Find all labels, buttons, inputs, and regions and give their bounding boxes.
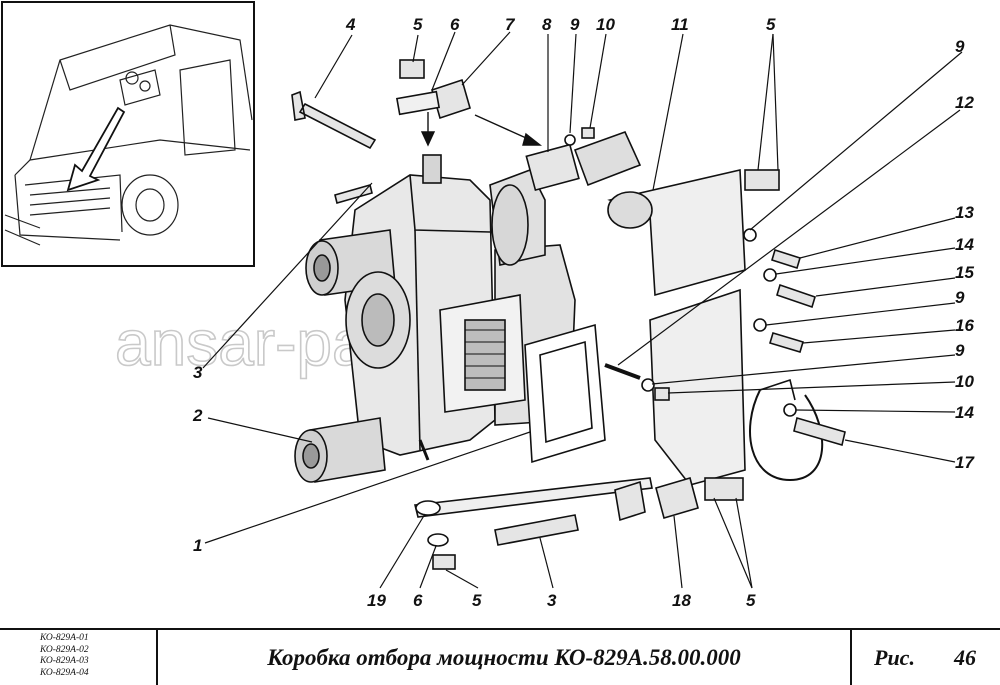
bolt-16 [769,332,804,353]
figure-label: Рис. 46 [852,630,1000,685]
nut-5-top [399,59,425,79]
stud-2 [418,439,430,461]
callout-10: 10 [596,15,615,34]
stud-12 [604,363,641,380]
bolt-3-lower [494,514,579,546]
truck-location-inset [1,1,255,267]
callout-9: 9 [570,15,580,34]
bolt-4 [291,90,377,150]
washer-9d [641,378,655,392]
bolt-15 [776,283,816,309]
nuts-5-lower [704,477,744,501]
washer-9 [564,134,576,146]
callout-17: 17 [955,453,975,472]
assembly-arrows [420,112,543,147]
bushing-18 [655,477,699,519]
callout-8: 8 [542,15,552,34]
washer-6 [427,533,449,547]
callout-6: 6 [413,591,423,610]
callout-16: 16 [955,316,974,335]
figure-word: Рис. [874,644,915,670]
bolt-17 [793,416,846,447]
nut-10 [581,127,595,139]
drawing-title: Коробка отбора мощности КО-829А.58.00.00… [158,630,852,685]
callout-13: 13 [955,203,974,222]
callout-11: 11 [671,15,689,34]
callout-4: 4 [345,15,356,34]
model-code: КО-829А-02 [40,644,89,655]
nut-5-right [744,169,780,191]
callout-10: 10 [955,372,974,391]
bolt-3-upper [334,184,373,204]
callout-5: 5 [472,591,482,610]
callout-14: 14 [955,403,974,422]
title-block: КО-829А-01 КО-829А-02 КО-829А-03 КО-829А… [0,628,1000,685]
callout-14: 14 [955,235,974,254]
drive-shaft [573,130,642,187]
callout-1: 1 [193,536,202,555]
callout-5: 5 [746,591,756,610]
callout-3: 3 [193,363,203,382]
nut-5-bottom [432,554,456,570]
callout-2: 2 [192,406,203,425]
callout-9: 9 [955,37,965,56]
bushing-7 [431,78,471,120]
rod-19 [414,477,653,518]
callout-6: 6 [450,15,460,34]
figure-number: 46 [954,644,976,670]
washer-9b [743,228,757,242]
washer-9c [753,318,767,332]
callout-3: 3 [547,591,557,610]
washer-14b [783,403,797,417]
model-list: КО-829А-01 КО-829А-02 КО-829А-03 КО-829А… [0,630,158,685]
callout-12: 12 [955,93,974,112]
model-code: КО-829А-01 [40,633,89,643]
callout-numbers: 4 5 6 7 8 9 10 11 5 9 12 13 14 15 9 16 9… [192,15,975,610]
callout-5: 5 [413,15,423,34]
callout-18: 18 [672,591,691,610]
callout-7: 7 [505,15,516,34]
bracket-upper [607,169,746,297]
exploded-assembly-drawing: ansar-parts.ru [1,1,975,610]
model-code: КО-829А-04 [40,667,89,678]
washer-14 [763,268,777,282]
callout-5: 5 [766,15,776,34]
nut-10b [654,387,670,401]
callout-9: 9 [955,288,965,307]
callout-19: 19 [367,591,386,610]
model-code: КО-829А-03 [40,656,89,666]
callout-9: 9 [955,341,965,360]
bolt-13 [771,248,801,270]
pto-gearbox-parts [291,59,846,570]
leader-lines [202,31,963,589]
callout-15: 15 [955,263,974,282]
